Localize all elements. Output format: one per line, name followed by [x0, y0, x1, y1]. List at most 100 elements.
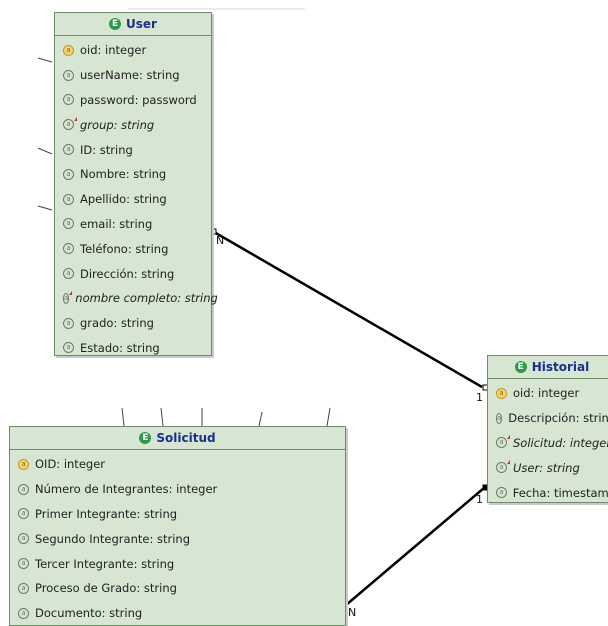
attribute-row[interactable]: a Segundo Integrante: string: [10, 526, 345, 551]
cardinality-label: 1: [476, 493, 483, 506]
attribute-icon: a: [63, 243, 74, 255]
cardinality-label: N: [216, 234, 225, 247]
attribute-row[interactable]: a Apellido: string: [55, 187, 211, 212]
attribute-row[interactable]: a userName: string: [55, 63, 211, 88]
attribute-label: Estado: string: [80, 340, 160, 355]
attribute-row[interactable]: a Teléfono: string: [55, 236, 211, 261]
attribute-label: OID: integer: [35, 457, 105, 472]
attribute-row[interactable]: a OID: integer: [10, 452, 345, 477]
entity-icon: E: [109, 18, 122, 30]
guide-stub: [160, 407, 164, 427]
attribute-row[interactable]: a grado: string: [55, 311, 211, 336]
guide-stub: [326, 407, 331, 427]
attribute-label: oid: integer: [513, 386, 580, 401]
entity-title: Historial: [531, 360, 590, 374]
attribute-label: User: string: [513, 460, 580, 475]
attribute-row[interactable]: a password: password: [55, 88, 211, 113]
entity-title: Solicitud: [156, 431, 216, 445]
attribute-label: group: string: [80, 117, 155, 132]
derived-attribute-icon: a: [496, 460, 510, 474]
guide-stub: [37, 147, 53, 155]
attribute-label: nombre completo: string: [75, 291, 218, 306]
attribute-label: Descripción: string: [508, 411, 608, 426]
attribute-row[interactable]: a Tercer Integrante: string: [10, 551, 345, 576]
attribute-icon: a: [18, 607, 29, 619]
attribute-label: Fecha: timestamp: [512, 485, 608, 500]
attribute-icon: a: [63, 94, 74, 106]
attribute-row[interactable]: a Proceso de Grado: string: [10, 576, 345, 601]
attribute-icon: a: [18, 533, 29, 545]
attribute-row[interactable]: a email: string: [55, 212, 211, 237]
attribute-label: Nombre: string: [80, 167, 167, 182]
attribute-row[interactable]: a oid: integer: [488, 381, 608, 406]
attribute-icon: a: [63, 144, 74, 156]
attribute-row[interactable]: a Nombre: string: [55, 162, 211, 187]
attribute-label: Apellido: string: [80, 192, 167, 207]
attribute-icon: a: [18, 508, 29, 520]
attribute-icon: a: [63, 342, 74, 354]
relation-user-historial-line: [213, 230, 483, 389]
attribute-label: Segundo Integrante: string: [35, 531, 190, 546]
attribute-row[interactable]: a Documento: string: [10, 601, 345, 626]
entity-title: User: [126, 17, 157, 31]
derived-attribute-icon: a: [63, 290, 73, 304]
attribute-row[interactable]: a Número de Integrantes: integer: [10, 477, 345, 502]
guide-stub: [121, 407, 125, 427]
attribute-icon: a: [63, 193, 74, 205]
key-attribute-icon: a: [18, 458, 29, 470]
attribute-icon: a: [496, 412, 503, 424]
attribute-label: Solicitud: integer: [513, 435, 608, 450]
attribute-icon: a: [496, 487, 507, 499]
attribute-label: grado: string: [80, 316, 154, 331]
attribute-label: oid: integer: [80, 43, 147, 58]
entity-header: E Historial: [488, 356, 608, 379]
attribute-icon: a: [63, 168, 74, 180]
attribute-label: email: string: [80, 216, 153, 231]
cardinality-label: 1: [476, 391, 483, 404]
attribute-row[interactable]: a Fecha: timestamp: [488, 480, 608, 505]
attribute-row[interactable]: a oid: integer: [55, 38, 211, 63]
attribute-icon: a: [63, 317, 74, 329]
guide-stub: [37, 205, 53, 211]
attribute-label: ID: string: [80, 142, 133, 157]
attribute-icon: a: [18, 483, 29, 495]
derived-attribute-icon: a: [496, 435, 510, 449]
attribute-icon: a: [63, 218, 74, 230]
entity-icon: E: [139, 432, 152, 444]
attribute-icon: a: [18, 558, 29, 570]
attribute-row[interactable]: a ID: string: [55, 137, 211, 162]
guide-stub: [258, 411, 263, 427]
attribute-label: Tercer Integrante: string: [35, 556, 175, 571]
attribute-label: Documento: string: [35, 606, 143, 621]
cardinality-label: N: [348, 606, 357, 619]
key-attribute-icon: a: [496, 387, 507, 399]
attribute-label: password: password: [80, 92, 197, 107]
attribute-label: Proceso de Grado: string: [35, 581, 177, 596]
guide-stub: [37, 57, 53, 63]
attribute-label: Primer Integrante: string: [35, 506, 178, 521]
attribute-label: userName: string: [80, 68, 180, 83]
derived-attribute-icon: a: [63, 117, 77, 131]
entity-icon: E: [514, 361, 527, 373]
attribute-row[interactable]: a Descripción: string: [488, 406, 608, 431]
attribute-label: Número de Integrantes: integer: [35, 482, 218, 497]
attribute-row[interactable]: a Estado: string: [55, 336, 211, 361]
attribute-icon: a: [18, 582, 29, 594]
attribute-row[interactable]: a Primer Integrante: string: [10, 502, 345, 527]
attribute-icon: a: [63, 69, 74, 81]
entity-header: E User: [55, 13, 211, 36]
attribute-label: Teléfono: string: [80, 241, 169, 256]
key-attribute-icon: a: [63, 44, 74, 56]
relation-solicitud-historial-line: [345, 487, 485, 606]
